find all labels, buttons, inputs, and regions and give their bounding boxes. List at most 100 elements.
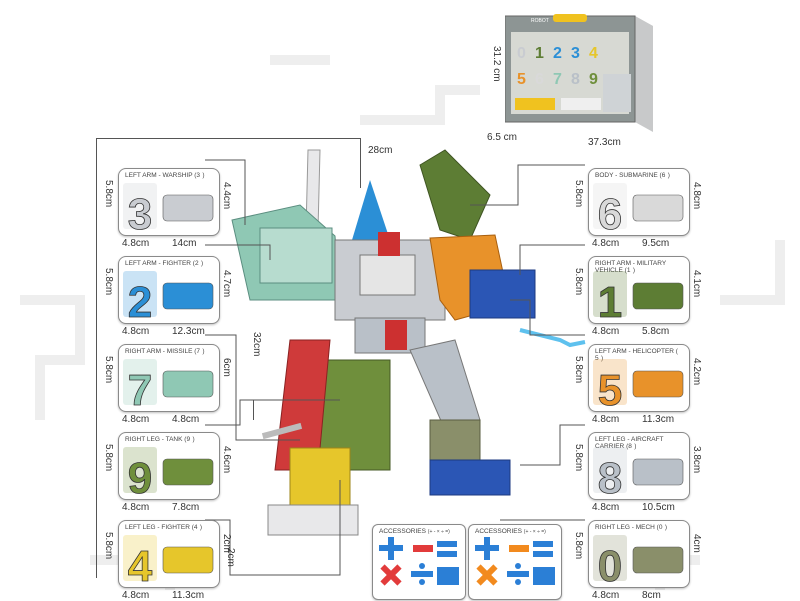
part-width-label: 4.8cm — [592, 590, 620, 601]
vehicle-width-label: 11.3cm — [642, 414, 675, 425]
math-symbol-pieces — [475, 537, 555, 586]
part-width-label: 4.8cm — [122, 414, 150, 425]
part-height-label: 5.8cm — [103, 180, 114, 208]
vehicle-width-label: 8cm — [642, 590, 661, 601]
part-slot: LEFT ARM — [125, 260, 157, 267]
part-number: 2 — [194, 260, 199, 267]
svg-text:8: 8 — [571, 71, 580, 88]
part-slot: LEFT ARM — [595, 348, 627, 355]
left-part-card-3: LEFT ARM - WARSHIP (3) 3 — [118, 168, 220, 236]
part-name: SUBMARINE — [619, 172, 658, 179]
part-illustration: 7 — [123, 359, 214, 411]
part-number: 6 — [661, 172, 666, 179]
part-height-label: 5.8cm — [573, 180, 584, 208]
vehicle-width-label: 5.8cm — [642, 326, 670, 337]
part-label: RIGHT ARM - MILITARY VEHICLE (1) — [595, 260, 667, 274]
part-slot: RIGHT LEG — [595, 524, 630, 531]
vehicle-height-label: 4cm — [691, 534, 702, 553]
part-number: 0 — [658, 524, 663, 531]
right-part-card-5: LEFT ARM - HELICOPTER (5) 5 — [588, 344, 690, 412]
svg-text:7: 7 — [128, 366, 152, 411]
vehicle-height-label: 4.4cm — [221, 182, 232, 210]
svg-text:9: 9 — [589, 71, 598, 88]
svg-text:7: 7 — [553, 71, 562, 88]
part-slot: RIGHT LEG — [125, 436, 160, 443]
part-width-label: 4.8cm — [122, 326, 150, 337]
part-slot: LEFT LEG — [125, 524, 156, 531]
svg-text:2: 2 — [553, 45, 562, 62]
part-name: MISSILE — [166, 348, 193, 355]
part-name: FIGHTER — [162, 260, 191, 267]
accessories-card-1: ACCESSORIES (+ - × ÷ =) — [372, 524, 466, 600]
part-height-label: 5.8cm — [103, 268, 114, 296]
part-number: 7 — [196, 348, 201, 355]
part-label: LEFT ARM - FIGHTER (2) — [125, 260, 204, 267]
part-slot: LEFT LEG — [595, 436, 626, 443]
part-slot: LEFT ARM — [125, 172, 157, 179]
svg-text:6: 6 — [535, 71, 544, 88]
vehicle-height-label: 4.2cm — [691, 358, 702, 386]
part-name: AIRCRAFT CARRIER — [595, 436, 664, 450]
left-part-card-4: LEFT LEG - FIGHTER (4) 4 — [118, 520, 220, 588]
vehicle-width-label: 7.8cm — [172, 502, 200, 513]
part-label: RIGHT LEG - MECH (0) — [595, 524, 667, 531]
vehicle-width-label: 14cm — [172, 238, 197, 249]
vehicle-height-label: 4.6cm — [221, 446, 232, 474]
svg-text:5: 5 — [517, 71, 526, 88]
part-number: 9 — [186, 436, 191, 443]
svg-text:6: 6 — [598, 190, 622, 235]
part-illustration: 3 — [123, 183, 214, 235]
part-slot: BODY — [595, 172, 614, 179]
part-height-label: 5.8cm — [103, 532, 114, 560]
part-width-label: 4.8cm — [122, 590, 150, 601]
part-label: LEFT LEG - FIGHTER (4) — [125, 524, 203, 531]
part-name: MILITARY VEHICLE — [595, 260, 667, 274]
vehicle-width-label: 10.5cm — [642, 502, 675, 513]
robot-width-line — [96, 138, 360, 139]
svg-text:0: 0 — [517, 45, 526, 62]
part-width-label: 4.8cm — [592, 238, 620, 249]
part-slot: RIGHT ARM — [595, 260, 631, 267]
right-part-card-1: RIGHT ARM - MILITARY VEHICLE (1)1 — [588, 256, 690, 324]
vehicle-height-label: 4.1cm — [691, 270, 702, 298]
svg-text:1: 1 — [535, 45, 544, 62]
right-part-card-6: BODY - SUBMARINE (6)6 — [588, 168, 690, 236]
part-number: 1 — [626, 267, 631, 274]
part-width-label: 4.8cm — [122, 238, 150, 249]
svg-text:5: 5 — [598, 366, 622, 411]
svg-text:1: 1 — [598, 278, 622, 323]
part-label: LEFT ARM - HELICOPTER (5) — [595, 348, 678, 362]
vehicle-width-label: 4.8cm — [172, 414, 200, 425]
right-part-card-8: LEFT LEG - AIRCRAFT CARRIER (8) 8 — [588, 432, 690, 500]
part-width-label: 4.8cm — [592, 326, 620, 337]
svg-text:3: 3 — [128, 190, 152, 235]
box-brand: ROBOT — [531, 18, 549, 24]
left-guide-line — [96, 138, 97, 578]
svg-text:3: 3 — [571, 45, 580, 62]
part-label: LEFT LEG - AIRCRAFT CARRIER (8) — [595, 436, 664, 450]
right-part-card-0: RIGHT LEG - MECH (0)0 — [588, 520, 690, 588]
vehicle-width-label: 11.3cm — [172, 590, 205, 601]
accessories-note: (+ - × ÷ =) — [523, 529, 546, 535]
vehicle-height-label: 4.7cm — [221, 270, 232, 298]
accessories-card-2: ACCESSORIES (+ - × ÷ =) — [468, 524, 562, 600]
box-depth-label: 6.5 cm — [487, 132, 518, 143]
part-illustration: 0 — [593, 535, 684, 587]
left-part-card-9: RIGHT LEG - TANK (9)9 — [118, 432, 220, 500]
part-illustration: 1 — [593, 271, 684, 323]
svg-text:0: 0 — [598, 542, 622, 587]
part-height-label: 5.8cm — [573, 532, 584, 560]
part-illustration: 4 — [123, 535, 214, 587]
robot-leg-label: 2cm — [225, 548, 236, 567]
part-label: LEFT ARM - WARSHIP (3) — [125, 172, 205, 179]
accessories-title: ACCESSORIES — [379, 528, 426, 535]
vehicle-width-label: 12.3cm — [172, 326, 205, 337]
robot-width-label: 28cm — [368, 145, 393, 156]
svg-text:9: 9 — [128, 454, 152, 499]
part-width-label: 4.8cm — [592, 414, 620, 425]
svg-text:2: 2 — [128, 278, 152, 323]
svg-text:8: 8 — [598, 454, 622, 499]
part-illustration: 6 — [593, 183, 684, 235]
part-illustration: 8 — [593, 447, 684, 499]
product-box: 0 1 2 3 4 5 6 7 8 9 ROBOT — [504, 14, 653, 132]
